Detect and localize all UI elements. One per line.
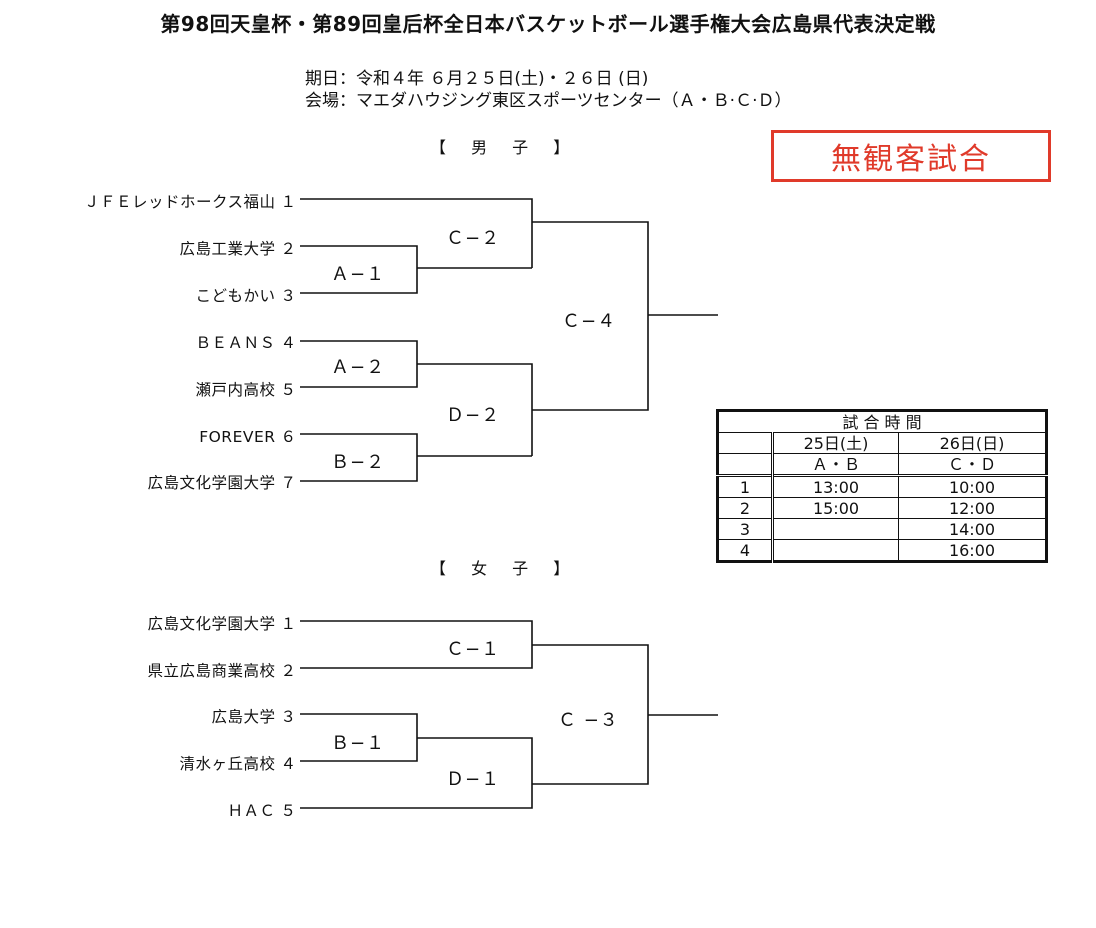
line-men-a2-out [417,363,533,456]
schedule-corner [717,432,773,454]
men-match-a1: Ａ−１ [331,264,386,285]
schedule-title-row: 試 合 時 間 [717,410,1047,433]
schedule-time-day1: 13:00 [771,475,899,498]
schedule-time-day1 [771,539,899,562]
line-men-a1 [300,245,418,294]
women-match-b1: Ｂ−１ [331,733,386,754]
men-team-3: こどもかい ３ [195,287,296,305]
schedule-courts-row: Ａ・Ｂ Ｃ・Ｄ [717,453,1047,476]
schedule-game-no: 2 [717,497,773,519]
schedule-row: 2 15:00 12:00 [717,497,1047,519]
schedule-time-day2: 12:00 [898,497,1047,519]
men-match-a2: Ａ−２ [331,357,386,378]
men-team-6: FOREVER ６ [199,428,296,446]
schedule-time-day2: 16:00 [898,539,1047,562]
line-men-d2-out [532,315,649,411]
line-women-c1-out [532,644,649,715]
schedule-corner-2 [717,453,773,476]
women-team-2: 県立広島商業高校 ２ [147,662,296,680]
men-team-7: 広島文化学園大学 ７ [147,474,296,492]
schedule-row: 3 14:00 [717,518,1047,540]
schedule-court-1: Ａ・Ｂ [771,453,899,476]
men-team-4: ＢＥＡＮＳ ４ [195,334,296,352]
schedule-time-day1 [771,518,899,540]
event-date: 期日：令和４年 ６月２５日(土)・２６日 (日) [305,69,649,89]
event-venue: 会場：マエダハウジング東区スポーツセンター（Ａ・Ｂ·Ｃ·Ｄ） [305,91,792,111]
schedule-table: 試 合 時 間 25日(土) 26日(日) Ａ・Ｂ Ｃ・Ｄ 1 13:00 10… [716,409,1048,563]
women-match-d1: Ｄ−１ [446,769,501,790]
schedule-game-no: 4 [717,539,773,562]
schedule-days-row: 25日(土) 26日(日) [717,432,1047,454]
schedule-time-day1: 15:00 [771,497,899,519]
schedule-time-day2: 10:00 [898,475,1047,498]
line-women-b1-out [300,737,533,809]
men-match-c2: Ｃ−２ [446,228,501,249]
women-team-5: ＨＡＣ ５ [227,802,296,820]
no-spectators-banner: 無観客試合 [771,130,1051,182]
women-match-c3: Ｃ −３ [558,710,619,731]
women-match-c1: Ｃ−１ [446,639,501,660]
women-team-4: 清水ヶ丘高校 ４ [179,755,296,773]
schedule-row: 4 16:00 [717,539,1047,562]
line-men-c2-out [532,221,649,315]
line-men-b2 [300,433,418,482]
women-team-1: 広島文化学園大学 １ [147,615,296,633]
women-team-3: 広島大学 ３ [211,708,296,726]
schedule-time-day2: 14:00 [898,518,1047,540]
schedule-game-no: 1 [717,475,773,498]
schedule-day-2: 26日(日) [898,432,1047,454]
men-heading: 【 男 子 】 [430,138,580,157]
schedule-row: 1 13:00 10:00 [717,475,1047,498]
line-men-1 [300,198,533,268]
schedule-court-2: Ｃ・Ｄ [898,453,1047,476]
men-team-2: 広島工業大学 ２ [179,240,296,258]
men-match-b2: Ｂ−２ [331,452,386,473]
line-women-d1-out [532,715,649,785]
women-heading: 【 女 子 】 [430,559,580,578]
schedule-title: 試 合 時 間 [717,410,1047,433]
schedule-day-1: 25日(土) [771,432,899,454]
page-title: 第98回天皇杯・第89回皇后杯全日本バスケットボール選手権大会広島県代表決定戦 [160,12,936,36]
schedule-game-no: 3 [717,518,773,540]
men-team-5: 瀬戸内高校 ５ [195,381,296,399]
men-match-d2: Ｄ−２ [446,405,501,426]
men-team-1: ＪＦＥレッドホークス福山 １ [84,193,296,211]
men-match-c4: Ｃ−４ [562,311,617,332]
